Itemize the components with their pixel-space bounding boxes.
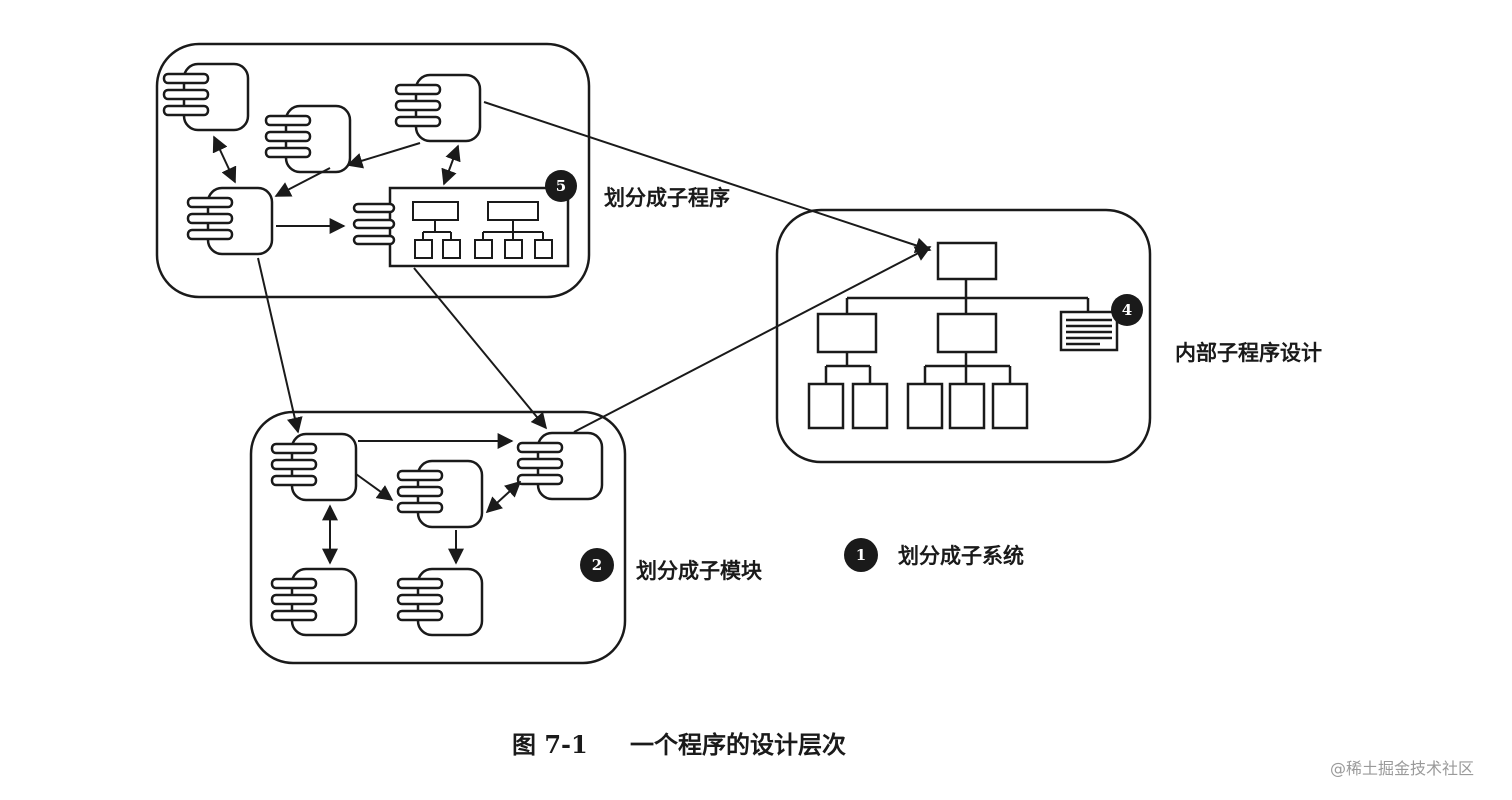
class-icon [264,104,352,174]
arrow [274,167,331,197]
arrow [257,257,303,434]
arrow [485,480,522,514]
badge-1: 1 [844,538,878,572]
arrow [212,135,237,184]
class-icon [396,567,484,637]
class-icon [394,73,482,143]
arrow [346,142,421,169]
class-icon [270,432,358,502]
label-split-programs: 划分成子程序 [604,186,730,210]
subsystem-container: 5 [155,42,591,299]
arrow [413,267,548,430]
arrow [441,144,461,186]
figure-number: 图 7-1 [512,730,588,759]
watermark: @稀土掘金技术社区 [1330,759,1474,778]
routine-group [352,186,570,268]
label-split-modules: 划分成子模块 [636,559,763,583]
svg-text:5: 5 [556,177,566,195]
arrow [573,246,932,433]
arrow [483,101,932,254]
module-container [249,410,627,665]
badge-5: 5 [545,170,577,202]
class-icon [270,567,358,637]
label-internal-design: 内部子程序设计 [1175,341,1322,365]
svg-text:2: 2 [592,556,602,574]
class-icon [516,431,604,501]
class-icon [186,186,274,256]
code-listing-icon [1059,310,1119,352]
badge-2: 2 [580,548,614,582]
label-split-systems: 划分成子系统 [898,544,1024,568]
class-icon [396,459,484,529]
class-icon [162,62,250,132]
figure-title: 一个程序的设计层次 [630,730,846,759]
badge-4: 4 [1111,294,1143,326]
arrow [355,473,394,501]
routine-design-container: 4 [775,208,1152,464]
svg-text:4: 4 [1122,301,1132,319]
svg-text:1: 1 [856,546,866,564]
